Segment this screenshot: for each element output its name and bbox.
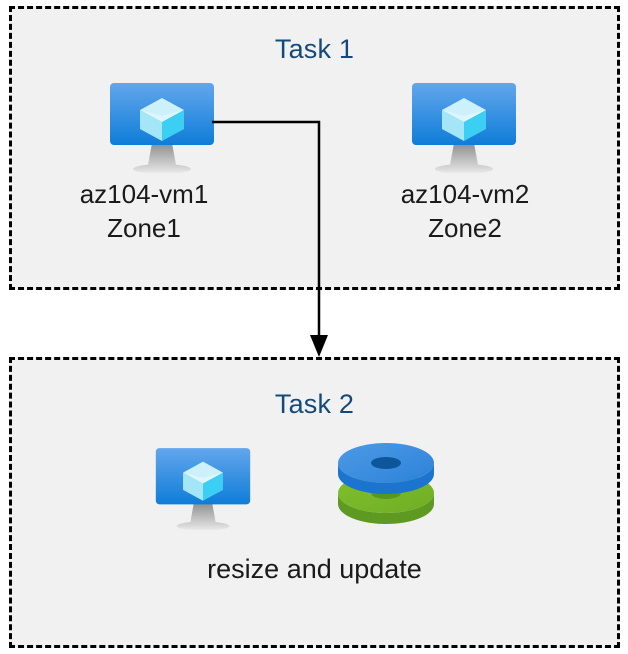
virtual-machine-icon (410, 81, 518, 173)
virtual-machine-icon (108, 81, 216, 173)
node-label-az104-vm1: az104-vm1 Zone1 (79, 179, 209, 244)
task-2-caption: resize and update (207, 554, 422, 584)
node-label-az104-vm2: az104-vm2 Zone2 (400, 179, 530, 244)
disks-icon (336, 441, 436, 533)
virtual-machine-icon (154, 446, 252, 530)
task-2-container: Task 2 (9, 357, 620, 648)
task-1-title: Task 1 (274, 34, 355, 64)
task-1-container: Task 1 (9, 6, 620, 290)
task-2-title: Task 2 (274, 389, 355, 419)
